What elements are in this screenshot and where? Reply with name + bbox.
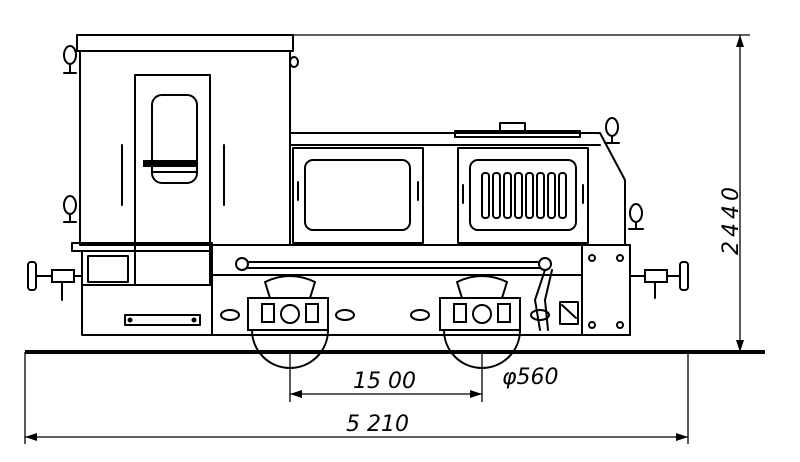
front-lamp-top (604, 117, 620, 144)
engine-hood (289, 117, 644, 246)
wheel-diameter-label: φ560 (502, 365, 559, 390)
overall-height-label: 2440 (719, 183, 744, 255)
hood-window (304, 159, 411, 231)
buffer-right (629, 261, 689, 299)
wheelbase-label: 15 00 (353, 369, 416, 394)
cab-door-window (151, 94, 198, 184)
front-lamp-bottom (628, 203, 644, 230)
overall-length-label: 5 210 (346, 412, 409, 437)
wheel-rear (439, 275, 521, 369)
wheelbase-dimension (289, 352, 483, 402)
frame (211, 244, 631, 336)
cab-lamp-top (63, 45, 77, 74)
buffer-left (27, 261, 83, 301)
wheel-front (247, 275, 329, 369)
height-dimension (293, 34, 750, 352)
length-dimension (24, 352, 689, 444)
cab-lamp-middle (63, 195, 77, 223)
radiator-louvres (481, 172, 567, 219)
cab (63, 34, 299, 336)
